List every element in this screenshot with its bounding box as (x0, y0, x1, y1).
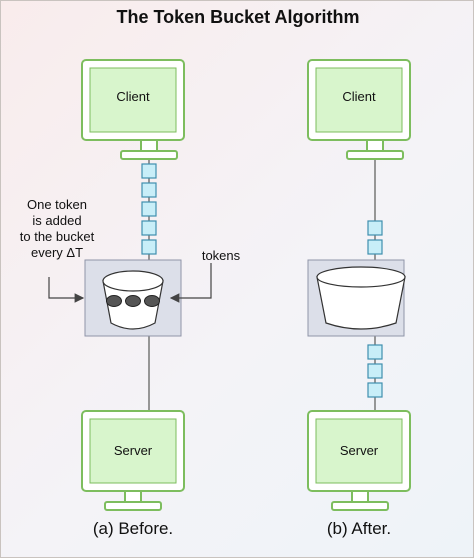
token-icon (141, 163, 157, 179)
panel-after (307, 59, 411, 511)
token-icon (367, 344, 383, 360)
incoming-tokens (141, 163, 157, 255)
token-dot (106, 295, 122, 307)
token-icon (367, 382, 383, 398)
token-icon (141, 220, 157, 236)
panel-before (48, 59, 212, 511)
token-icon (367, 239, 383, 255)
server-monitor-icon (81, 410, 185, 511)
token-icon (367, 363, 383, 379)
bucket-box (307, 259, 406, 337)
incoming-tokens (367, 220, 383, 255)
tokens-arrow (169, 263, 212, 303)
token-dot (125, 295, 141, 307)
server-label: Server (339, 443, 379, 458)
diagram-title: The Token Bucket Algorithm (116, 7, 360, 27)
bucket-tokens (106, 295, 160, 307)
token-icon (141, 182, 157, 198)
client-monitor-icon (307, 59, 411, 160)
token-icon (141, 239, 157, 255)
client-monitor-icon (81, 59, 185, 160)
token-added-note: One token is added to the bucket every Δ… (19, 197, 95, 260)
server-monitor-icon (307, 410, 411, 511)
tokens-label: tokens (201, 248, 241, 263)
caption-after: (b) After. (326, 519, 392, 538)
caption-before: (a) Before. (92, 519, 174, 538)
client-label: Client (342, 89, 376, 104)
token-dot (144, 295, 160, 307)
client-label: Client (116, 89, 150, 104)
token-icon (367, 220, 383, 236)
token-added-arrow (48, 277, 85, 303)
token-icon (141, 201, 157, 217)
outgoing-tokens (367, 344, 383, 398)
bucket-icon (316, 276, 406, 330)
server-label: Server (113, 443, 153, 458)
